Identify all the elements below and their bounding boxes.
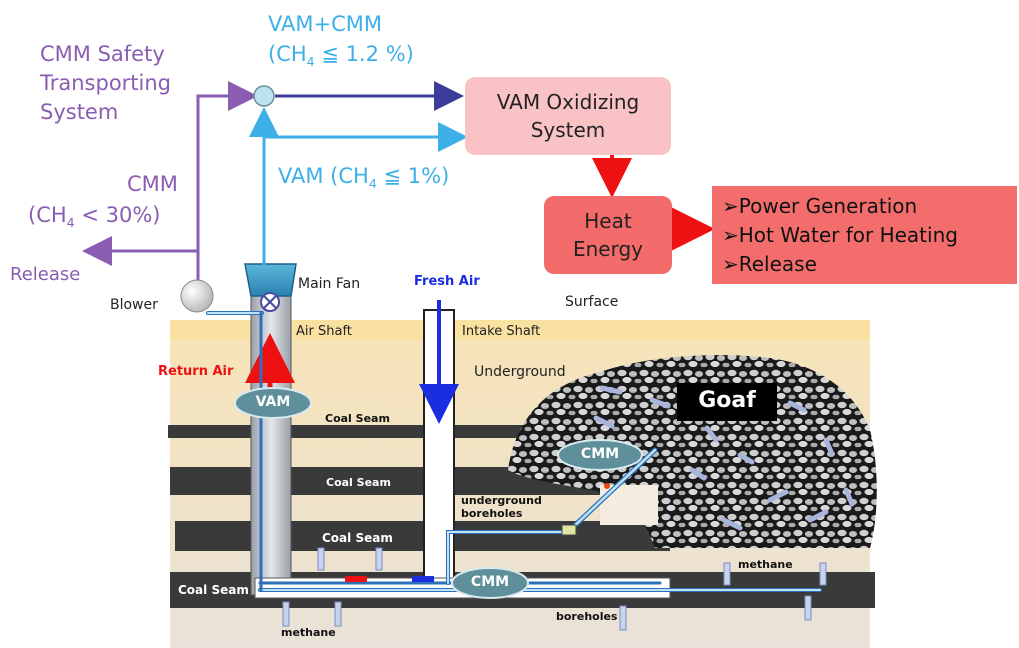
main-fan-housing: [244, 263, 297, 297]
seam-blue-valve: [412, 576, 434, 582]
main-fan-label: Main Fan: [298, 276, 361, 292]
underground-boreholes-line-2: boreholes: [461, 507, 523, 520]
vam-ch4-subscript: 4: [368, 176, 377, 192]
air-shaft: [250, 292, 292, 596]
underground-boreholes-line-1: underground: [461, 494, 542, 507]
cmm-safety-line-3: System: [40, 100, 119, 124]
cmm-safety-label: CMM Safety Transporting System: [40, 40, 171, 127]
cmm-purple-lines: [82, 81, 258, 282]
goaf-gas-arrows: [593, 385, 855, 531]
underground-boreholes-label: underground boreholes: [461, 494, 542, 520]
output-item-release: ➢Release: [722, 251, 817, 276]
underground-label: Underground: [474, 364, 566, 380]
vam-cyan-lines: [249, 107, 468, 266]
goaf-label: Goaf: [698, 388, 756, 413]
return-air-label: Return Air: [158, 364, 234, 379]
cmm-limit-label: (CH4 < 30%): [28, 201, 161, 237]
goaf-red-marker: [604, 483, 610, 489]
cmm-badge-goaf-shape: [557, 439, 643, 471]
output-item-power: ➢Power Generation: [722, 193, 918, 218]
vam-limit-label: VAM (CH4 ≦ 1%): [278, 162, 449, 198]
vam-cmm-limit-label: (CH4 ≦ 1.2 %): [268, 40, 414, 76]
surface-label: Surface: [565, 294, 619, 310]
vam-cmm-limit-text: ≦ 1.2 %): [314, 42, 414, 66]
heat-energy-box: Heat Energy: [544, 196, 672, 274]
coal-seam-band-3: [175, 521, 670, 551]
cmm-ch4-subscript: 4: [66, 215, 75, 231]
air-shaft-label: Air Shaft: [296, 324, 352, 339]
gas-pipes: [206, 311, 822, 592]
vam-prefix-text: VAM (CH: [278, 164, 369, 188]
cmm-badge-seam-shape: [451, 567, 529, 599]
vam-badge: VAM: [255, 394, 291, 410]
cmm-ch4-text: (CH: [28, 203, 67, 227]
cmm-safety-line-2: Transporting: [40, 71, 172, 95]
methane-label-right: methane: [738, 558, 793, 571]
outputs-box: ➢Power Generation ➢Hot Water for Heating…: [712, 186, 1017, 284]
seam-red-valve: [345, 576, 367, 582]
goaf-label-box: [677, 383, 777, 421]
coal-seam-label-2: Coal Seam: [326, 476, 391, 489]
borehole-drill-head: [561, 524, 577, 536]
heat-line-2: Energy: [572, 237, 644, 261]
boreholes-label: boreholes: [556, 610, 618, 623]
output-item-hot-water: ➢Hot Water for Heating: [722, 222, 958, 247]
cmm-badge-seam: CMM: [470, 574, 510, 590]
coal-seam-label-4: Coal Seam: [178, 583, 249, 597]
cmm-safety-line-1: CMM Safety: [40, 42, 165, 66]
vam-cmm-ch4-subscript: 4: [306, 54, 315, 70]
cmm-badge-goaf: CMM: [580, 446, 620, 462]
fresh-air-label: Fresh Air: [414, 274, 480, 289]
cmm-limit-text: < 30%): [74, 203, 161, 227]
blower-icon: [180, 279, 214, 313]
blower-label: Blower: [110, 297, 158, 313]
vam-cmm-ch4-text: (CH: [268, 42, 307, 66]
release-label: Release: [10, 264, 81, 285]
oxidizing-line-1: VAM Oxidizing: [496, 90, 640, 114]
vam-limit-text: ≦ 1%): [376, 164, 450, 188]
intake-shaft-label: Intake Shaft: [462, 324, 541, 339]
oxidizing-line-2: System: [530, 118, 606, 142]
methane-label-bottom: methane: [281, 626, 336, 639]
coal-seam-label-1: Coal Seam: [325, 412, 390, 425]
goaf-rock-pile: [508, 355, 877, 548]
vam-cmm-label: VAM+CMM: [268, 12, 383, 36]
mixing-node-icon: [253, 85, 275, 107]
coal-seam-label-3: Coal Seam: [322, 531, 393, 545]
methane-inflow-arrows: [282, 547, 827, 631]
heat-line-1: Heat: [584, 209, 632, 233]
vam-oxidizing-system-box: VAM Oxidizing System: [465, 77, 671, 155]
cmm-label: CMM: [127, 172, 178, 196]
vam-badge-shape: [234, 387, 312, 419]
